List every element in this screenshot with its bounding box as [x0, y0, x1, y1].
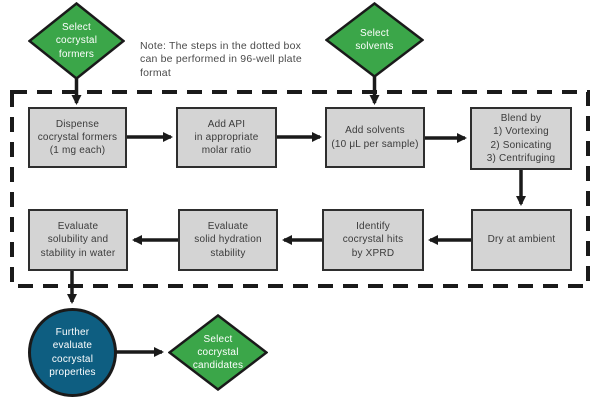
- node-label: Select cocrystal formers: [55, 22, 98, 60]
- diamond-shape: [28, 2, 125, 80]
- note-text: Note: The steps in the dotted box can be…: [140, 40, 302, 79]
- node-label: Add solvents (10 μL per sample): [331, 125, 419, 150]
- process-identify-hits: Identify cocrystal hits by XPRD: [322, 209, 424, 271]
- node-label: Further evaluate cocrystal properties: [49, 327, 96, 378]
- node-label: Dispense cocrystal formers (1 mg each): [37, 118, 118, 157]
- node-label: Evaluate solubility and stability in wat…: [40, 221, 116, 259]
- process-evaluate-hydration: Evaluate solid hydration stability: [178, 209, 278, 271]
- dashed-region-border: [10, 90, 590, 288]
- process-evaluate-solubility: Evaluate solubility and stability in wat…: [28, 209, 128, 271]
- node-label: Evaluate solid hydration stability: [194, 221, 262, 259]
- node-label: Select cocrystal candidates: [192, 333, 244, 372]
- node-select-solvents: Select solvents: [325, 2, 424, 78]
- node-select-cocrystal-formers: Select cocrystal formers: [28, 2, 125, 80]
- node-label: Dry at ambient: [487, 234, 556, 246]
- process-add-solvents: Add solvents (10 μL per sample): [325, 107, 425, 168]
- node-label: Add API in appropriate molar ratio: [194, 118, 259, 157]
- process-dry-ambient: Dry at ambient: [471, 209, 572, 271]
- node-label: Identify cocrystal hits by XPRD: [342, 221, 404, 259]
- process-dispense-formers: Dispense cocrystal formers (1 mg each): [28, 107, 127, 168]
- diamond-shape: [168, 314, 268, 391]
- node-select-candidates: Select cocrystal candidates: [168, 314, 268, 391]
- node-further-evaluate: Further evaluate cocrystal properties: [28, 308, 117, 397]
- node-label: Blend by 1) Vortexing 2) Sonicating 3) C…: [486, 113, 556, 164]
- process-blend: Blend by 1) Vortexing 2) Sonicating 3) C…: [470, 107, 572, 170]
- diamond-shape: [325, 2, 424, 78]
- process-add-api: Add API in appropriate molar ratio: [176, 107, 277, 168]
- node-label: Select solvents: [355, 27, 394, 52]
